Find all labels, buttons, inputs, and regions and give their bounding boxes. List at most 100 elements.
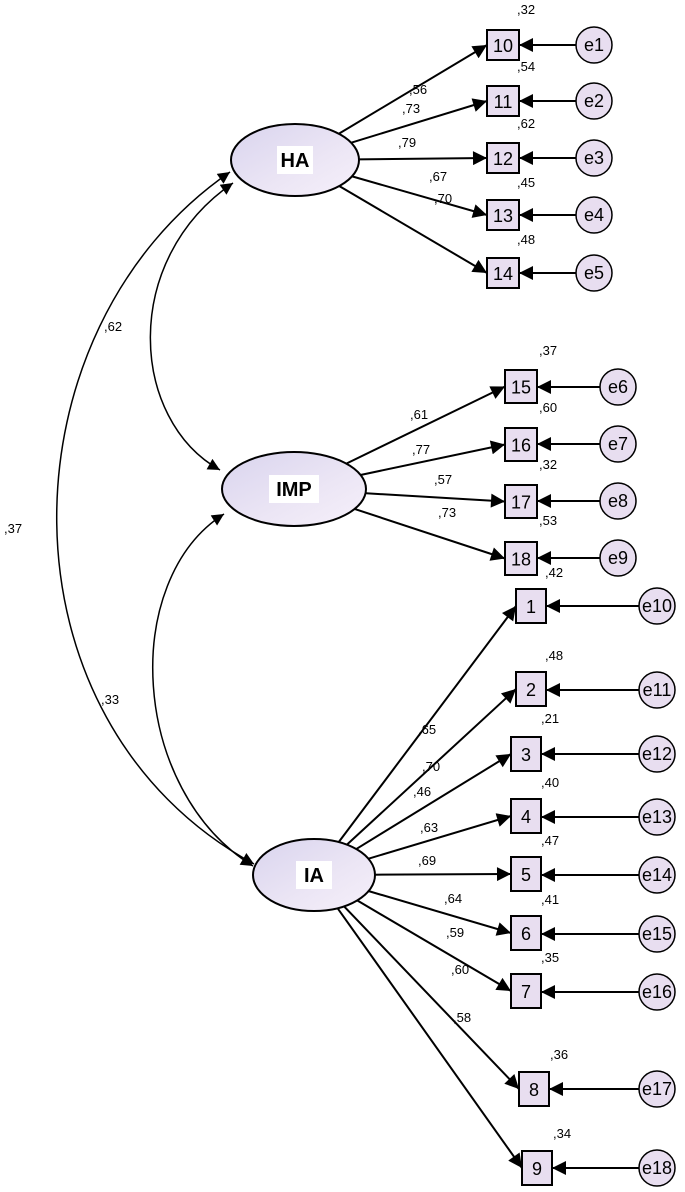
error-term-e2 [575,82,613,120]
error-label: e18 [642,1158,672,1178]
r-squared-value: ,41 [541,892,559,907]
loading-value: ,57 [434,472,452,487]
indicator-10 [486,29,520,61]
loading-value: ,64 [444,891,462,906]
error-term-e8 [599,482,637,520]
error-label: e11 [643,680,672,700]
indicator-label: 1 [526,597,536,617]
loading-value: ,70 [422,759,440,774]
error-label: e13 [642,807,672,827]
error-term-e18 [638,1149,676,1187]
indicator-label: 14 [493,264,513,284]
loading-value: ,63 [420,820,438,835]
r-squared-value: ,47 [541,833,559,848]
loading-arrow [355,899,512,992]
indicator-label: 6 [521,924,531,944]
indicator-17 [504,484,538,519]
error-term-e14 [638,856,676,894]
loading-value: ,61 [410,407,428,422]
loading-arrow [373,867,512,882]
indicator-8 [518,1071,550,1107]
correlation-value: ,37 [4,521,22,536]
r-squared-value: ,54 [517,59,535,74]
error-term-e7 [599,425,637,463]
indicator-label: 9 [532,1159,542,1179]
indicator-11 [486,85,520,117]
error-term-e16 [638,973,676,1011]
indicator-9 [521,1150,553,1186]
error-label: e15 [642,924,672,944]
loading-value: ,73 [402,101,420,116]
error-term-e1 [575,26,613,64]
loading-value: ,56 [409,82,427,97]
loading-arrow [359,440,506,477]
r-squared-value: ,48 [517,232,535,247]
r-squared-value: ,45 [517,175,535,190]
loading-arrow [357,151,488,166]
r-squared-value: ,62 [517,116,535,131]
error-label: e10 [642,596,672,616]
indicator-5 [510,856,542,892]
loading-value: ,70 [434,191,452,206]
latent-label-bg [269,475,319,503]
error-term-e4 [575,196,613,234]
loading-value: ,77 [412,442,430,457]
r-squared-value: ,32 [517,2,535,17]
r-squared-value: ,32 [539,457,557,472]
error-label: e9 [608,548,628,568]
indicator-label: 3 [521,745,531,765]
error-label: e3 [584,148,604,168]
latent-label-bg [277,146,313,174]
r-squared-value: ,60 [539,400,557,415]
error-term-e10 [638,587,676,625]
indicator-label: 16 [511,436,531,456]
correlation-arrow [149,182,234,471]
indicator-3 [510,736,542,772]
r-squared-value: ,36 [550,1047,568,1062]
correlation-arrow [56,171,255,865]
error-label: e8 [608,491,628,511]
indicator-12 [486,142,520,174]
error-term-e13 [638,798,676,836]
loading-arrow [344,385,506,465]
indicator-label: 7 [521,982,531,1002]
indicator-label: 4 [521,807,531,827]
indicator-7 [510,973,542,1009]
r-squared-value: ,53 [539,513,557,528]
error-term-e3 [575,139,613,177]
latent-label: IMP [276,479,312,501]
r-squared-value: ,35 [541,950,559,965]
indicator-1 [515,588,547,624]
indicator-18 [504,541,538,576]
correlation-arrow [151,513,254,867]
indicator-label: 12 [493,149,513,169]
error-label: e7 [608,434,628,454]
r-squared-value: ,40 [541,775,559,790]
error-label: e6 [608,377,628,397]
error-term-e5 [575,254,613,292]
correlation-value: ,33 [101,692,119,707]
loading-arrow [345,688,517,847]
loading-value: ,79 [398,135,416,150]
loading-arrow [350,175,488,218]
r-squared-value: ,37 [539,343,557,358]
error-term-e6 [599,368,637,406]
loading-value: ,73 [438,505,456,520]
error-label: e16 [642,982,672,1002]
indicator-label: 10 [493,36,513,56]
indicator-label: 5 [521,865,531,885]
loading-value: ,59 [446,925,464,940]
loading-value: ,67 [429,169,447,184]
loading-value: ,65 [418,722,436,737]
indicator-label: 18 [511,550,531,570]
indicator-label: 11 [494,92,513,112]
loading-arrow [367,889,512,936]
correlation-value: ,62 [104,319,122,334]
indicator-6 [510,915,542,951]
error-term-e9 [599,539,637,577]
loading-arrow [337,605,517,844]
loading-arrow [337,44,488,136]
error-label: e1 [584,35,604,55]
indicator-label: 15 [511,378,531,398]
